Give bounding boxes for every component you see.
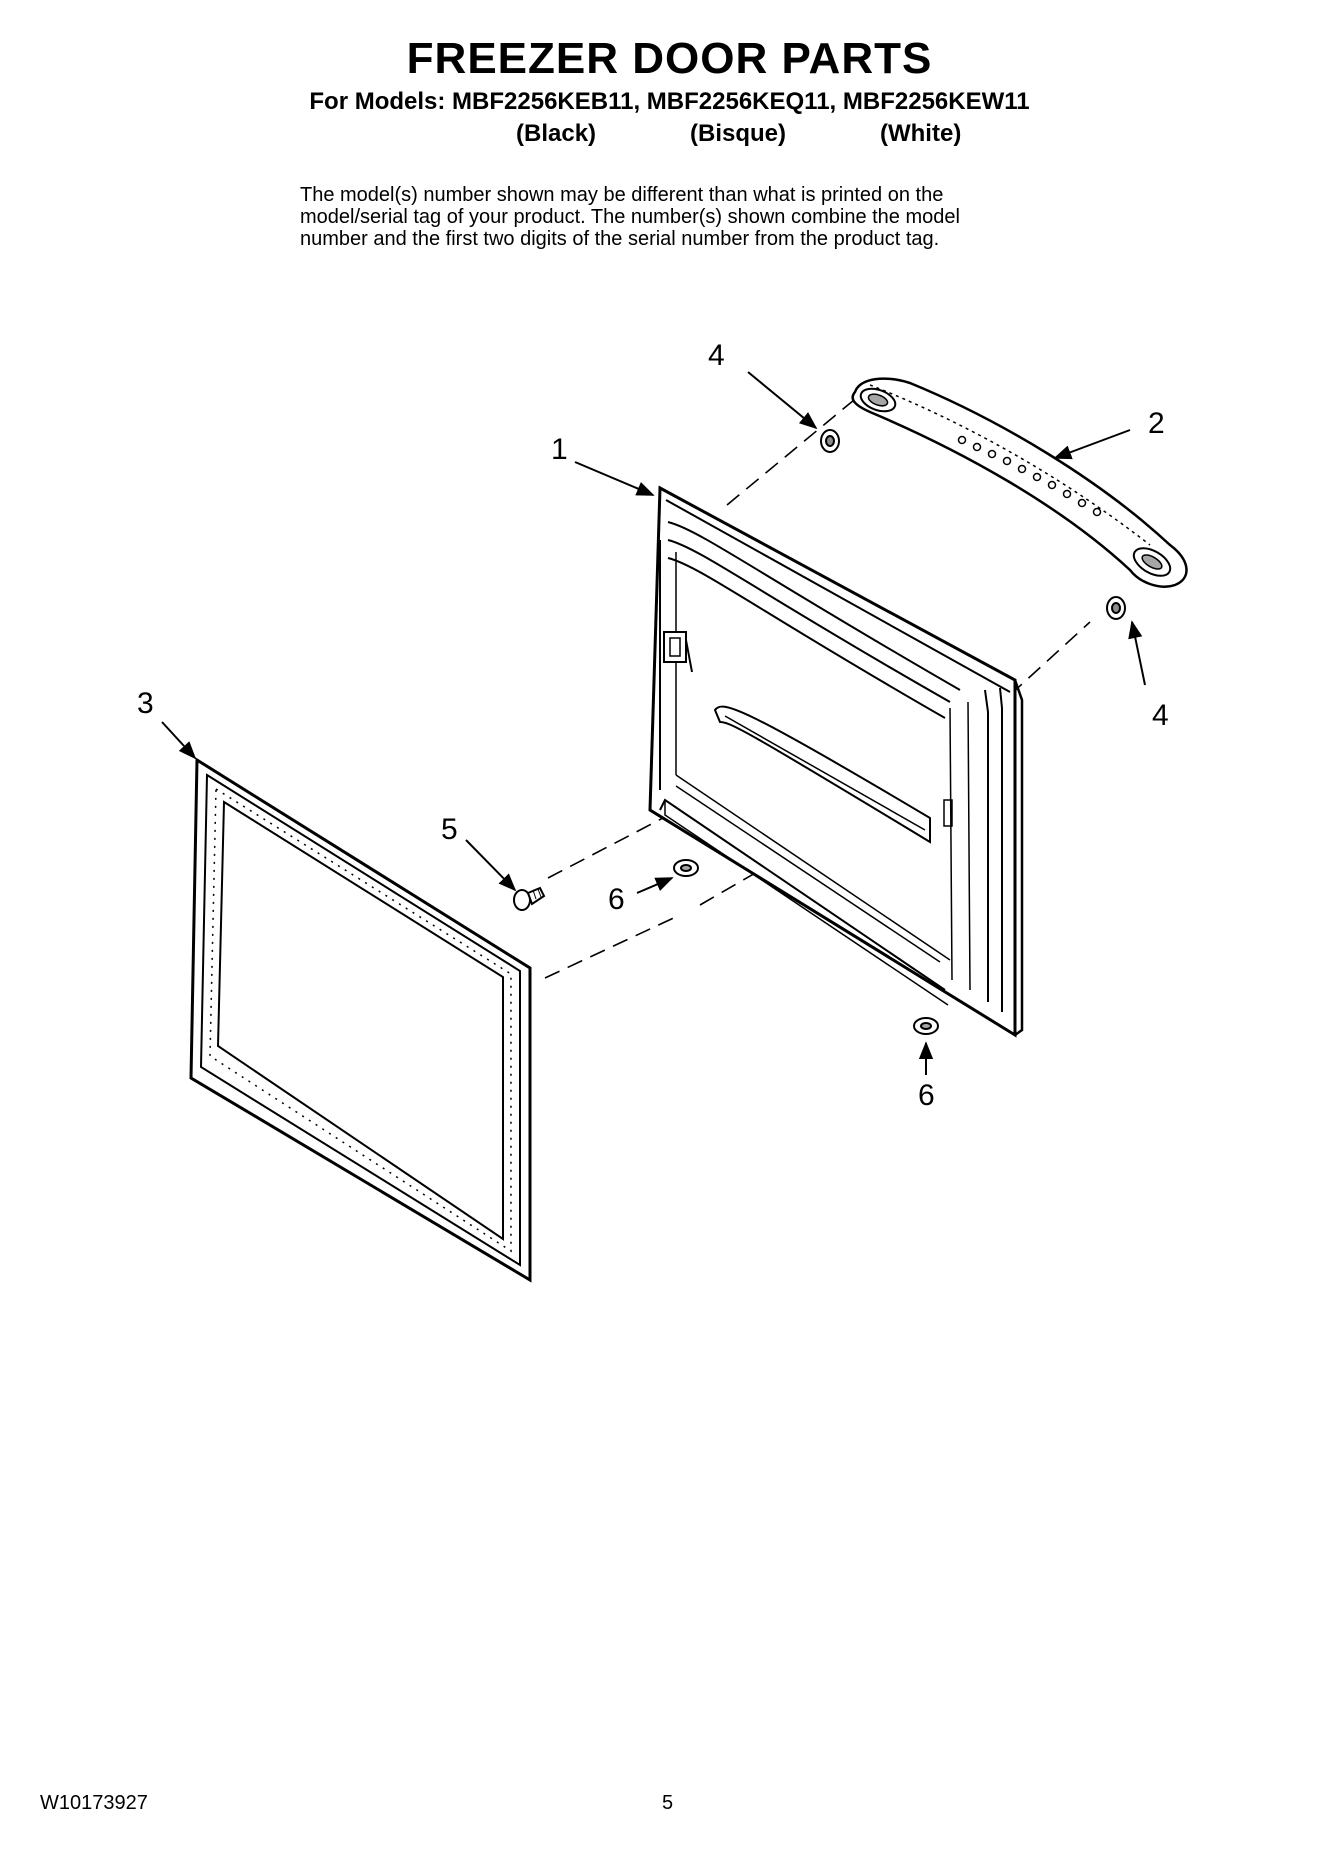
- leader-1: [574, 461, 655, 496]
- finish-bisque: (Bisque): [690, 120, 786, 147]
- callout-washer-left: 6: [608, 883, 625, 916]
- callout-door: 1: [551, 433, 568, 466]
- model-note: The model(s) number shown may be differe…: [300, 184, 1120, 250]
- handle-screw-bottom: [1106, 596, 1126, 620]
- leader-2: [1053, 429, 1131, 460]
- finish-white: (White): [880, 120, 962, 147]
- leader-5: [465, 839, 517, 892]
- model-note-line: The model(s) number shown may be differe…: [300, 184, 944, 206]
- model-note-line: number and the first two digits of the s…: [300, 228, 940, 250]
- models-line: For Models: MBF2256KEB11, MBF2256KEQ11, …: [309, 88, 1030, 115]
- screw-part: [513, 886, 546, 911]
- washer-right: [913, 1017, 939, 1035]
- handle-screw-top: [820, 429, 840, 453]
- leader-4-top: [747, 371, 818, 430]
- finish-black: (Black): [516, 120, 597, 147]
- callout-screw: 5: [441, 813, 458, 846]
- leader-4-bottom: [1128, 620, 1146, 686]
- callout-washer-right: 6: [918, 1079, 935, 1112]
- page-number: 5: [662, 1792, 674, 1814]
- door-part: [648, 485, 1024, 1038]
- leader-arrows: [161, 371, 1146, 1075]
- model-note-line: model/serial tag of your product. The nu…: [300, 206, 960, 228]
- callout-handle-screw-top: 4: [708, 339, 725, 372]
- callout-handle: 2: [1148, 407, 1165, 440]
- callout-gasket: 3: [137, 687, 154, 720]
- page-title: FREEZER DOOR PARTS: [406, 34, 933, 83]
- doc-number: W10173927: [40, 1792, 148, 1814]
- gasket-part: [189, 757, 532, 1283]
- washer-left: [673, 859, 699, 877]
- leader-3: [161, 721, 197, 760]
- leader-6-left: [636, 877, 674, 894]
- handle-part: [851, 377, 1188, 588]
- callout-handle-screw-bottom: 4: [1152, 699, 1169, 732]
